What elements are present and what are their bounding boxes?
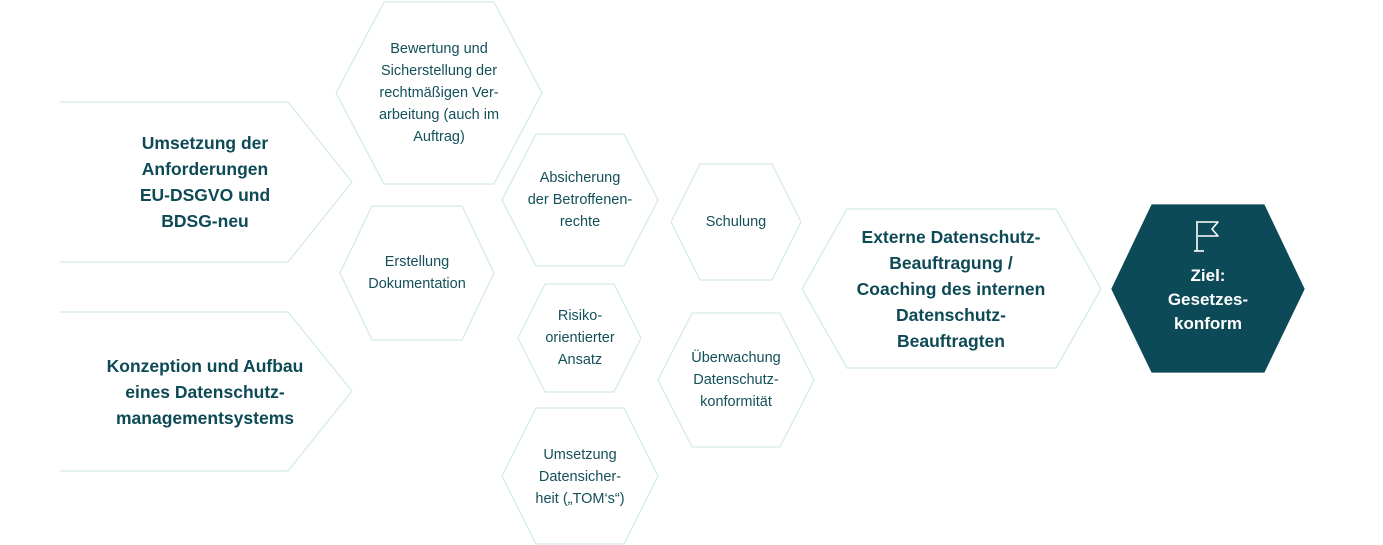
- flag-icon: [1194, 221, 1219, 252]
- chevron-konzeption-dsms: [60, 311, 353, 472]
- label-erstellung-dokumentation: Erstellung Dokumentation: [368, 254, 466, 292]
- hex-risikoorientierter-ansatz: [517, 283, 642, 393]
- hex-bewertung: [335, 1, 543, 185]
- label-risikoorientierter-ansatz: Risiko- orientierter Ansatz: [545, 308, 615, 368]
- hex-absicherung-betroffenenrechte: [501, 133, 659, 267]
- label-umsetzung-anforderungen: Umsetzung der Anforderungen EU-DSGVO und…: [139, 133, 271, 231]
- hex-ziel: [1111, 204, 1305, 373]
- chevron-umsetzung-anforderungen: [60, 101, 353, 263]
- hex-erstellung-dokumentation: [339, 205, 495, 341]
- hex-umsetzung-datensicherheit: [501, 407, 659, 545]
- label-bewertung: Bewertung und Sicherstellung der rechtmä…: [378, 41, 500, 145]
- label-absicherung-betroffenenrechte: Absicherung der Betroffenen- rechte: [527, 170, 633, 230]
- label-konzeption-dsms: Konzeption und Aufbau eines Datenschutz-…: [106, 356, 304, 428]
- label-ueberwachung: Überwachung Datenschutz- konformität: [691, 350, 781, 410]
- label-schulung: Schulung: [705, 214, 767, 230]
- label-externe-beauftragung: Externe Datenschutz- Beauftragung / Coac…: [856, 227, 1046, 351]
- hex-ueberwachung: [657, 312, 815, 448]
- hex-schulung: [670, 163, 802, 281]
- hex-externe-beauftragung: [801, 208, 1102, 369]
- label-umsetzung-datensicherheit: Umsetzung Datensicher- heit („TOM‘s“): [535, 447, 625, 507]
- label-ziel: Ziel: Gesetzes- konform: [1167, 266, 1249, 333]
